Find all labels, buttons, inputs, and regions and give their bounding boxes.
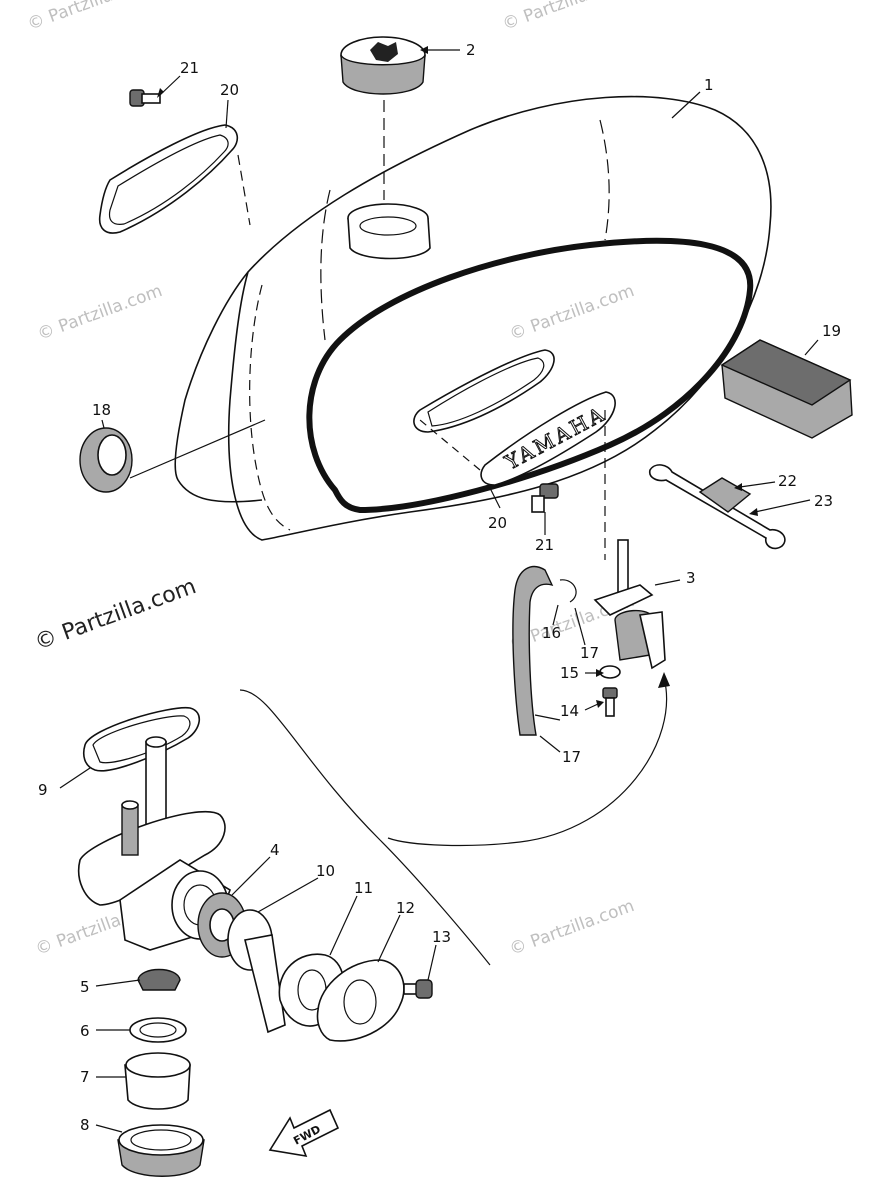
callout-18: 18 <box>92 401 111 419</box>
callout-13: 13 <box>432 928 451 946</box>
damper-ring <box>79 419 266 493</box>
gasket-upper <box>98 124 251 234</box>
watermark: © Partzilla.com <box>507 281 637 345</box>
bolt-lower <box>531 483 559 513</box>
watermark: © Partzilla.com <box>507 896 637 960</box>
filler-neck <box>347 203 431 260</box>
fuel-cock-small <box>387 410 670 847</box>
callout-22: 22 <box>778 472 797 490</box>
callout-1: 1 <box>704 76 714 94</box>
watermark: © Partzilla.com <box>25 0 155 35</box>
callout-11: 11 <box>354 879 373 897</box>
callout-20a: 20 <box>220 81 239 99</box>
callout-9: 9 <box>38 781 48 799</box>
lever <box>227 909 286 1034</box>
watermark: © Partzilla.com <box>35 281 165 345</box>
callout-2: 2 <box>466 41 476 59</box>
callout-7: 7 <box>80 1068 90 1086</box>
callout-12: 12 <box>396 899 415 917</box>
callout-16: 16 <box>542 624 561 642</box>
callout-3: 3 <box>686 569 696 587</box>
callout-14: 14 <box>560 702 579 720</box>
callout-21b: 21 <box>535 536 554 554</box>
lever-plate <box>316 959 405 1042</box>
callout-8: 8 <box>80 1116 90 1134</box>
callout-23: 23 <box>814 492 833 510</box>
callouts: 1 2 3 4 5 6 7 8 9 10 11 12 13 14 15 16 1… <box>38 41 841 1134</box>
gasket-o-ring <box>82 706 200 772</box>
callout-21a: 21 <box>180 59 199 77</box>
callout-20b: 20 <box>488 514 507 532</box>
fuel-tank <box>174 95 772 541</box>
strainer-stack <box>117 968 205 1177</box>
fuel-hose <box>512 565 577 736</box>
callout-4: 4 <box>270 841 280 859</box>
callout-17b: 17 <box>562 748 581 766</box>
callout-17a: 17 <box>580 644 599 662</box>
watermark: © Partzilla.com <box>32 574 200 656</box>
screw <box>403 979 433 999</box>
fuel-cap <box>340 36 426 200</box>
callout-19: 19 <box>822 322 841 340</box>
damper-block <box>720 339 853 439</box>
leader-lines <box>59 46 819 1133</box>
separator-line <box>239 689 491 966</box>
strap-bracket <box>648 464 786 550</box>
callout-10: 10 <box>316 862 335 880</box>
callout-6: 6 <box>80 1022 90 1040</box>
callout-15: 15 <box>560 664 579 682</box>
watermark: © Partzilla.com <box>500 0 630 35</box>
bolt-upper <box>129 89 161 107</box>
fwd-arrow: FWD <box>268 1108 340 1158</box>
emblem: YAMAHA <box>413 349 616 486</box>
callout-5: 5 <box>80 978 90 996</box>
